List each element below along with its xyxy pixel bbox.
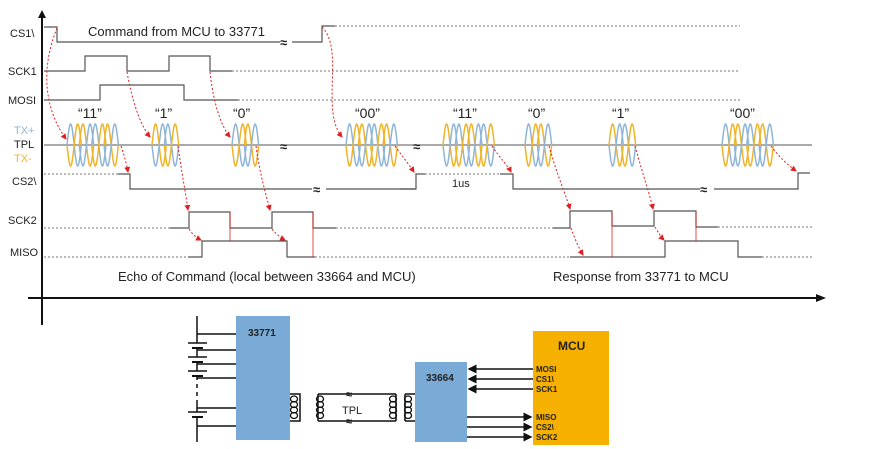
block-diagram: 33771 33664 ≈ ≈ TPL MCU MOSI CS1\ SCK1 M… xyxy=(188,316,609,445)
pin-label: SCK2 xyxy=(536,433,558,442)
bit-label: “1” xyxy=(612,105,629,121)
device-33664 xyxy=(415,362,467,442)
tpl-bursts xyxy=(66,122,775,168)
signal-label-tx-minus: TX- xyxy=(14,153,32,165)
tx-plus-wave xyxy=(357,122,374,168)
cell-taps xyxy=(197,333,236,427)
tx-plus-wave xyxy=(103,122,120,168)
tpl-link-label: TPL xyxy=(342,405,362,417)
tx-plus-wave xyxy=(466,122,483,168)
break-icon: ≈ xyxy=(280,35,287,50)
signal-label-miso: MISO xyxy=(10,247,39,259)
cs2-waveform-2 xyxy=(400,172,810,190)
bit-label: “11” xyxy=(78,105,102,121)
bit-label: “1” xyxy=(155,105,172,121)
tx-plus-wave xyxy=(733,122,750,168)
break-icon: ≈ xyxy=(700,182,707,197)
tx-minus-wave xyxy=(66,122,83,168)
break-icon: ≈ xyxy=(313,182,320,197)
tx-minus-wave xyxy=(524,122,541,168)
signal-label-sck2: SCK2 xyxy=(8,215,37,227)
pin-label: MISO xyxy=(536,413,556,422)
command-label: Command from MCU to 33771 xyxy=(88,24,265,39)
break-icon: ≈ xyxy=(280,139,287,154)
tx-minus-wave xyxy=(231,122,248,168)
echo-label: Echo of Command (local between 33664 and… xyxy=(118,269,416,284)
tx-plus-wave xyxy=(608,122,625,168)
device-33771 xyxy=(236,316,290,440)
causal-arrows xyxy=(46,26,797,256)
tx-minus-wave xyxy=(163,122,180,168)
cs1-waveform xyxy=(44,25,335,43)
delay-label: 1us xyxy=(452,178,470,190)
tx-minus-wave xyxy=(620,122,637,168)
tx-plus-wave xyxy=(442,122,459,168)
sample-markers xyxy=(229,211,697,257)
coil-turn xyxy=(289,411,299,420)
tx-plus-wave xyxy=(382,122,399,168)
tx-plus-wave xyxy=(536,122,553,168)
pin-label: CS2\ xyxy=(536,423,555,432)
battery-cells-icon xyxy=(188,342,207,442)
tx-minus-wave xyxy=(90,122,107,168)
tpl-twisted-pair xyxy=(318,393,396,422)
bit-label: “00” xyxy=(730,105,755,121)
tx-minus-wave xyxy=(369,122,386,168)
signal-label-tx-plus: TX+ xyxy=(14,125,34,137)
transformer-icon xyxy=(289,395,413,420)
device-33664-label: 33664 xyxy=(426,373,454,384)
mosi-waveform xyxy=(44,84,238,101)
pin-label: MOSI xyxy=(536,365,556,374)
bit-label: “0” xyxy=(528,105,545,121)
y-axis-arrow-icon xyxy=(38,10,46,18)
signal-label-cs1: CS1\ xyxy=(10,28,35,40)
tx-plus-wave xyxy=(78,122,95,168)
signal-label-mosi: MOSI xyxy=(8,95,36,107)
tx-minus-wave xyxy=(745,122,762,168)
mcu-label: MCU xyxy=(558,339,585,353)
signal-label-sck1: SCK1 xyxy=(8,66,37,78)
break-icon: ≈ xyxy=(413,139,420,154)
tpl-wire-left xyxy=(290,393,301,422)
tx-minus-wave xyxy=(479,122,496,168)
sck2-waveform-2 xyxy=(553,210,718,229)
tx-plus-wave xyxy=(243,122,260,168)
mcu-block xyxy=(533,331,609,445)
sck2-waveform xyxy=(170,211,336,229)
tx-minus-wave xyxy=(345,122,362,168)
break-icon: ≈ xyxy=(346,389,352,401)
tx-minus-wave xyxy=(454,122,471,168)
miso-waveform-2 xyxy=(570,240,762,258)
signal-label-tpl: TPL xyxy=(14,139,34,151)
coil-turn xyxy=(403,411,413,420)
device-33771-label: 33771 xyxy=(248,328,276,339)
coil-turn xyxy=(388,411,398,420)
break-icon: ≈ xyxy=(346,416,352,428)
coil-turn xyxy=(315,411,325,420)
bit-label: “00” xyxy=(355,105,380,121)
response-label: Response from 33771 to MCU xyxy=(553,269,729,284)
bit-label: “11” xyxy=(453,105,477,121)
tx-plus-wave xyxy=(151,122,168,168)
sck1-waveform xyxy=(44,55,232,72)
tx-minus-wave xyxy=(721,122,738,168)
time-axis-arrow-icon xyxy=(816,294,826,302)
signal-label-cs2: CS2\ xyxy=(12,176,37,188)
tx-plus-wave xyxy=(758,122,775,168)
bit-label: “0” xyxy=(233,105,250,121)
pin-label: SCK1 xyxy=(536,385,558,394)
pin-label: CS1\ xyxy=(536,375,555,384)
cs2-waveform xyxy=(118,173,425,190)
miso-waveform xyxy=(188,240,315,258)
